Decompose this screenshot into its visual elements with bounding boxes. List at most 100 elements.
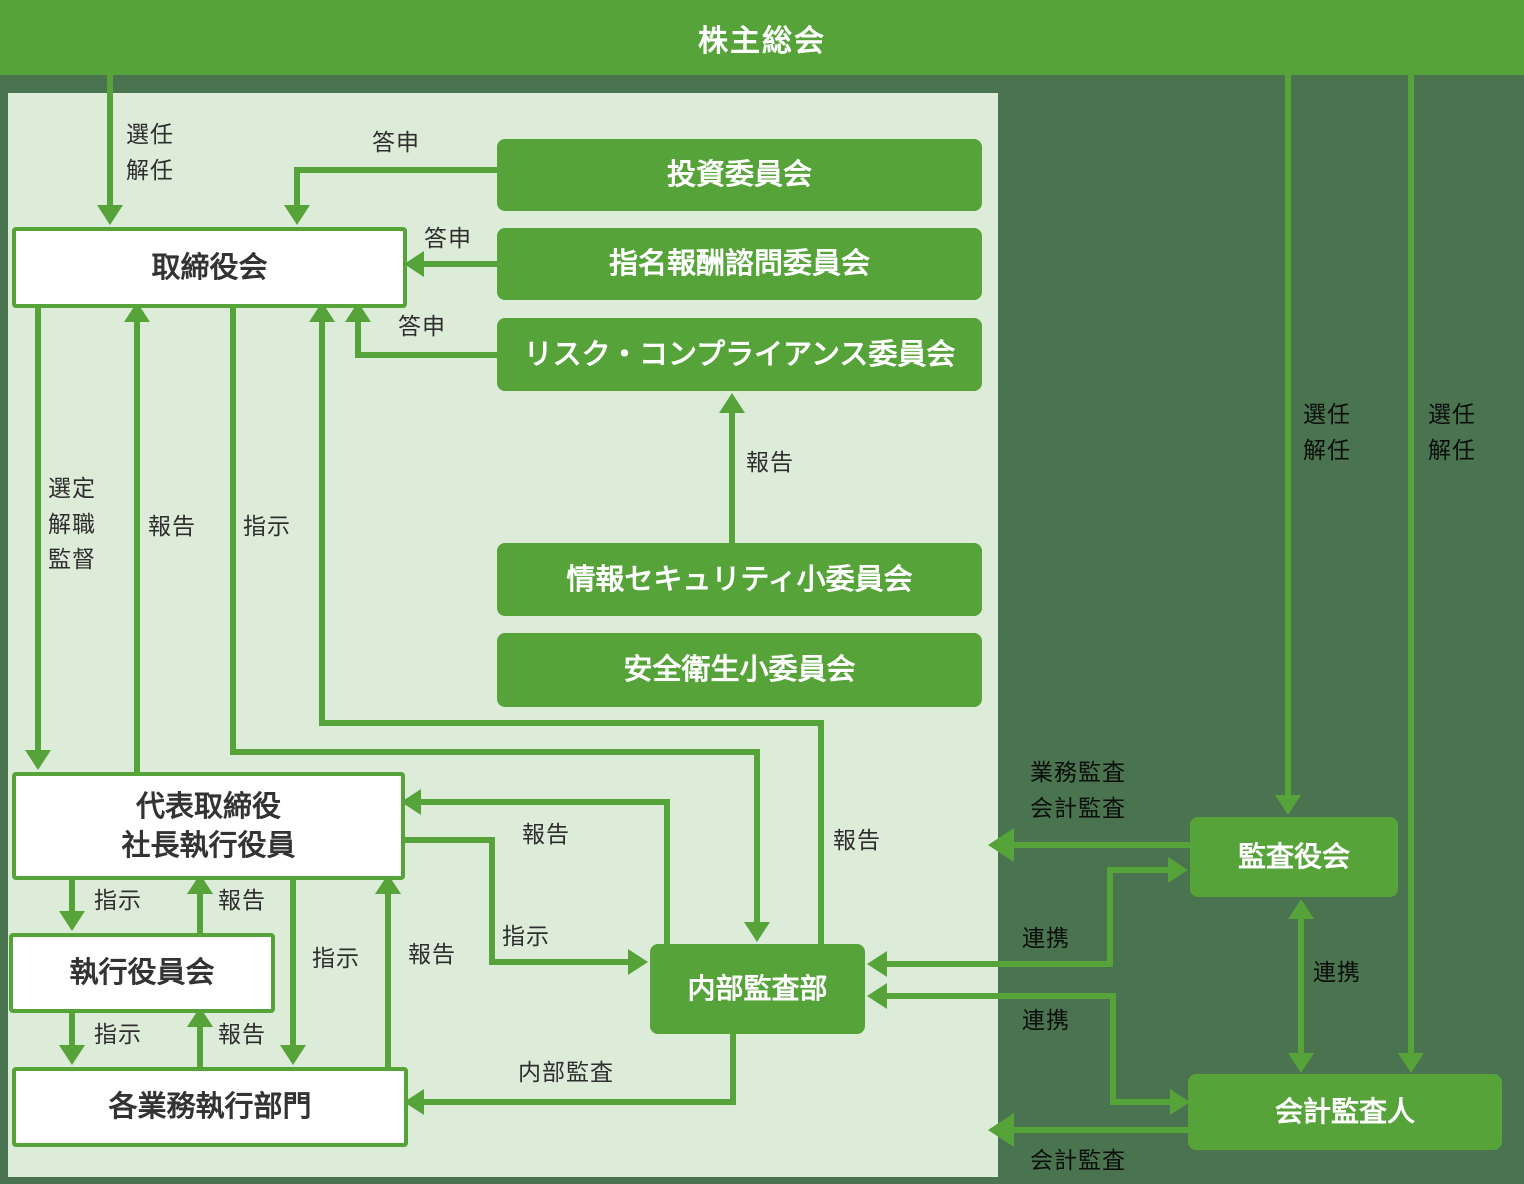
label-hokoku-departments-exec: 報告: [218, 1022, 266, 1048]
label-naibu-kansa: 内部監査: [518, 1060, 614, 1086]
edge-toshin-investment: [294, 167, 300, 209]
edge-shiji-board-internal: [230, 300, 236, 755]
arrow-down-icon: [59, 1045, 85, 1065]
label-shiji-president-internal: 指示: [502, 924, 550, 950]
node-risk-compliance-committee: リスク・コンプライアンス委員会: [497, 318, 982, 391]
edge-hokoku-departments-president: [385, 892, 391, 1067]
arrow-down-icon: [1288, 1053, 1314, 1073]
edge-hokoku-internal-president: [664, 802, 670, 944]
edge-shiji-president-exec: [69, 872, 75, 913]
label-gyomu-kaikei-kansa: 業務監査 会計監査: [1030, 760, 1126, 822]
arrow-left-icon: [867, 983, 887, 1009]
edge-shiji-president-internal: [489, 837, 495, 965]
edge-hokoku-internal-president: [419, 799, 670, 805]
arrow-down-icon: [1398, 1053, 1424, 1073]
edge-renkei-accounting-internal: [1110, 993, 1116, 1105]
edge-shiji-board-internal: [754, 749, 760, 924]
node-investment-committee: 投資委員会: [497, 139, 982, 211]
label-kaikei-kansa: 会計監査: [1030, 1148, 1126, 1174]
node-accounting-auditor: 会計監査人: [1188, 1074, 1502, 1150]
arrow-down-icon: [59, 911, 85, 931]
arrow-down-icon: [97, 205, 123, 225]
edge-naibu-kansa: [730, 1034, 736, 1105]
arrow-left-icon: [988, 828, 1014, 862]
edge-appoint-board: [107, 73, 113, 207]
edge-shiji-board-internal: [230, 749, 760, 755]
label-hokoku-president-board: 報告: [148, 514, 196, 540]
node-board-of-directors: 取締役会: [12, 227, 407, 308]
edge-toshin-risk: [355, 318, 361, 358]
edge-naibu-kansa: [422, 1099, 736, 1105]
edge-hokoku-exec-president: [197, 892, 203, 933]
label-hokoku-exec-president: 報告: [218, 888, 266, 914]
edge-shiji-president-internal: [397, 837, 495, 843]
edge-hokoku-infosec: [729, 409, 735, 543]
arrow-right-icon: [1170, 1089, 1190, 1115]
edge-shiji-exec-departments: [69, 1005, 75, 1047]
arrow-down-icon: [1275, 795, 1301, 815]
label-hokoku-departments-president: 報告: [408, 942, 456, 968]
label-renkei-auditboard-accounting: 連携: [1313, 960, 1361, 986]
node-safety-health-subcommittee: 安全衛生小委員会: [497, 633, 982, 707]
node-business-execution-departments: 各業務執行部門: [12, 1067, 408, 1147]
node-president-executive-officer: 代表取締役 社長執行役員: [12, 772, 405, 880]
label-hokoku-infosec: 報告: [746, 450, 794, 476]
arrow-up-icon: [719, 393, 745, 413]
node-executive-officers-committee: 執行役員会: [9, 933, 275, 1013]
edge-renkei-accounting-internal: [1110, 1099, 1172, 1105]
label-shiji-board-internal: 指示: [243, 514, 291, 540]
edge-hokoku-internal-board: [818, 726, 824, 944]
label-appoint-dismiss-accounting: 選任 解任: [1428, 402, 1476, 464]
edge-sentei: [35, 300, 41, 752]
edge-hokoku-internal-board: [319, 318, 325, 726]
arrow-right-icon: [1168, 857, 1188, 883]
edge-hokoku-internal-board: [319, 720, 824, 726]
edge-renkei-auditboard-accounting: [1298, 917, 1304, 1055]
arrow-left-icon: [404, 1089, 424, 1115]
shareholders-meeting-bar: 株主総会: [0, 0, 1524, 75]
arrow-down-icon: [284, 205, 310, 225]
edge-hokoku-president-board: [134, 318, 140, 772]
edge-renkei-auditboard-internal: [1107, 867, 1170, 873]
label-hokoku-internal-board: 報告: [833, 828, 881, 854]
edge-renkei-auditboard-internal: [885, 961, 1113, 967]
shareholders-meeting-label: 株主総会: [698, 23, 826, 59]
label-toshin-risk: 答申: [398, 314, 446, 340]
arrow-down-icon: [280, 1045, 306, 1065]
edge-appoint-audit-board: [1285, 73, 1291, 797]
arrow-left-icon: [401, 789, 421, 815]
node-internal-audit-department: 内部監査部: [650, 944, 865, 1034]
label-renkei-accounting-internal: 連携: [1022, 1008, 1070, 1034]
edge-renkei-auditboard-internal: [1107, 867, 1113, 967]
label-shiji-president-departments: 指示: [312, 946, 360, 972]
node-nomination-compensation-committee: 指名報酬諮問委員会: [497, 228, 982, 300]
label-renkei-auditboard-internal: 連携: [1022, 926, 1070, 952]
label-appoint-dismiss-board: 選任 解任: [126, 122, 174, 184]
edge-shiji-president-internal: [489, 959, 631, 965]
arrow-left-icon: [988, 1113, 1014, 1147]
arrow-left-icon: [404, 251, 424, 277]
edge-toshin-risk: [355, 352, 497, 358]
edge-renkei-accounting-internal: [885, 993, 1113, 999]
label-appoint-dismiss-audit-board: 選任 解任: [1303, 402, 1351, 464]
edge-shiji-president-departments: [290, 872, 296, 1047]
edge-appoint-accounting: [1408, 73, 1414, 1055]
node-information-security-subcommittee: 情報セキュリティ小委員会: [497, 543, 982, 616]
edge-hokoku-departments-exec: [197, 1025, 203, 1067]
edge-gyomu-kaikei-kansa: [1012, 842, 1192, 848]
arrow-left-icon: [867, 951, 887, 977]
edge-toshin-investment: [294, 167, 500, 173]
edge-kaikei-kansa: [1012, 1127, 1192, 1133]
edge-toshin-nomination: [420, 261, 497, 267]
arrow-up-icon: [1288, 899, 1314, 919]
node-audit-supervisory-board: 監査役会: [1190, 817, 1398, 897]
label-shiji-exec-departments: 指示: [94, 1022, 142, 1048]
label-toshin-nomination: 答申: [424, 226, 472, 252]
arrow-down-icon: [744, 922, 770, 942]
label-sentei-kaishoku-kantoku: 選定 解職 監督: [48, 476, 96, 574]
label-toshin-investment: 答申: [372, 130, 420, 156]
label-hokoku-internal-president: 報告: [522, 822, 570, 848]
label-shiji-president-exec: 指示: [94, 888, 142, 914]
arrow-down-icon: [25, 750, 51, 770]
